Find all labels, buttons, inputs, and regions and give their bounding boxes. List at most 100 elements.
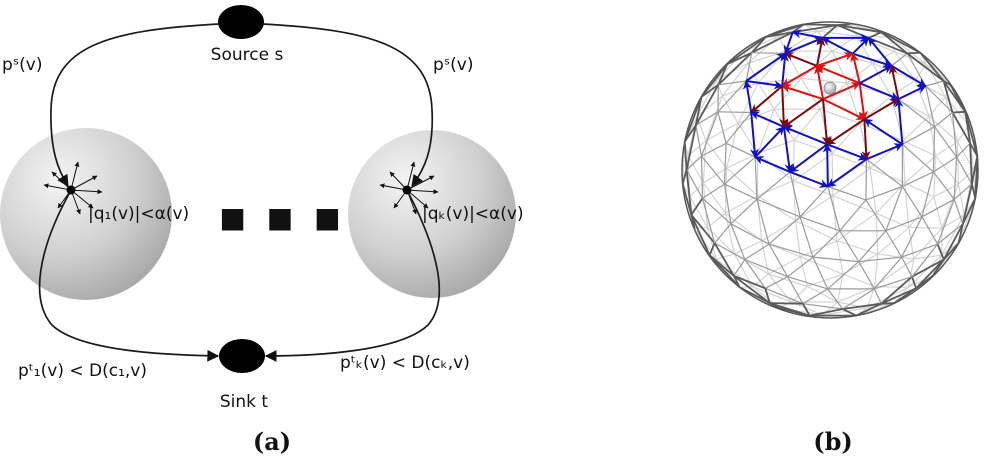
mesh-edge	[690, 197, 704, 216]
mesh-edge	[733, 274, 766, 290]
mesh-edge	[969, 143, 973, 185]
direction-arrow	[816, 64, 861, 85]
mesh-edge	[801, 77, 848, 84]
mesh-edge	[683, 141, 688, 171]
mesh-edge	[904, 155, 936, 184]
mesh-edge	[911, 258, 945, 278]
mesh-edge	[932, 171, 955, 200]
mesh-edge	[943, 242, 960, 261]
mesh-edge	[695, 111, 719, 126]
mesh-edge	[819, 82, 848, 110]
mesh-edge	[724, 183, 758, 200]
mesh-edge	[956, 142, 971, 158]
direction-arrow	[821, 37, 854, 55]
mesh-edge	[695, 96, 703, 126]
mesh-edge	[962, 183, 973, 224]
direction-arrow	[814, 65, 824, 100]
direction-arrow	[754, 126, 785, 158]
mesh-edge	[690, 214, 711, 256]
direction-arrow	[783, 31, 794, 55]
mesh-edge	[705, 140, 728, 169]
source-label: Source s	[211, 45, 284, 65]
mesh-edge	[769, 302, 803, 305]
mesh-edge	[836, 240, 878, 255]
direction-arrow	[821, 99, 831, 146]
mesh-edge	[751, 31, 794, 54]
mesh-edge	[718, 80, 747, 86]
mesh-edge	[701, 198, 716, 244]
mesh-edge	[907, 51, 921, 55]
mesh-edge	[832, 195, 877, 214]
mesh-edge	[875, 213, 879, 255]
mesh-edge	[827, 261, 860, 290]
mesh-edge	[733, 259, 746, 277]
mesh-edge	[866, 158, 903, 187]
mesh-edge	[768, 243, 789, 277]
mesh-edge	[902, 171, 934, 188]
mesh-edge	[756, 198, 801, 218]
direction-arrow	[816, 52, 854, 67]
mesh-edge	[799, 216, 840, 232]
vertex-1	[66, 185, 76, 195]
direction-arrow	[783, 125, 828, 146]
mesh-edge	[747, 63, 759, 84]
mesh-edge	[721, 95, 739, 124]
mesh-edge	[705, 95, 723, 141]
mesh-edge	[902, 140, 936, 157]
mesh-edge	[690, 214, 716, 244]
mesh-edge	[933, 156, 957, 173]
direction-arrow	[789, 143, 828, 173]
mesh-edge	[756, 171, 791, 200]
mesh-edge	[944, 84, 951, 98]
mesh-edge	[891, 52, 908, 67]
direction-arrow	[822, 98, 866, 121]
edge-source-to-cluster-1	[50, 23, 220, 188]
edge-cluster-k-to-sink	[264, 191, 441, 362]
mesh-edge	[937, 223, 964, 245]
mesh-edge	[953, 183, 973, 200]
mesh-edge	[765, 276, 788, 289]
mesh-edge	[706, 227, 717, 260]
mesh-edge	[695, 84, 720, 126]
mesh-edge	[694, 227, 717, 260]
edge-label-source-right: pˢ(v)	[433, 55, 473, 75]
mesh-edge	[787, 256, 814, 278]
mesh-edge	[717, 80, 747, 113]
mesh-edge	[792, 140, 795, 181]
direction-arrow	[858, 83, 868, 121]
mesh-edge	[933, 155, 937, 197]
mesh-edge	[696, 80, 717, 117]
mesh-edge	[855, 302, 882, 317]
mesh-edge	[831, 153, 834, 196]
mesh-edge	[732, 275, 741, 288]
mesh-edge	[787, 276, 828, 290]
mesh-edge	[683, 96, 703, 143]
mesh-edge	[768, 243, 814, 258]
mesh-edge	[730, 223, 746, 260]
constraint-label-k: |qₖ(v)|<α(v)	[422, 204, 524, 224]
mesh-edge	[928, 115, 958, 143]
mesh-edge	[956, 141, 960, 184]
mesh-edge	[690, 214, 696, 229]
mesh-edge	[800, 240, 838, 258]
mesh-edge	[687, 140, 707, 157]
mesh-edge	[702, 182, 709, 228]
direction-arrow	[745, 52, 787, 82]
mesh-edge	[702, 182, 726, 214]
mesh-edge	[723, 143, 727, 185]
mesh-edge	[803, 23, 818, 32]
edge-source-to-cluster-k	[262, 23, 434, 187]
direction-arrow	[783, 98, 824, 128]
mesh-edge	[935, 141, 958, 157]
mesh-edge	[842, 288, 875, 310]
direction-arrow	[826, 118, 865, 146]
panel-b: (b)	[681, 21, 979, 456]
mesh-edge	[722, 82, 759, 97]
direction-arrow	[826, 143, 868, 161]
mesh-edge	[908, 227, 915, 260]
mesh-edge	[957, 124, 970, 143]
mesh-edge	[842, 302, 882, 310]
direction-arrow	[779, 85, 789, 128]
mesh-edge	[757, 139, 795, 155]
panel-a: Source s Sink t pˢ(v) pˢ(v) |q₁(v)|<α(v)…	[0, 5, 524, 456]
